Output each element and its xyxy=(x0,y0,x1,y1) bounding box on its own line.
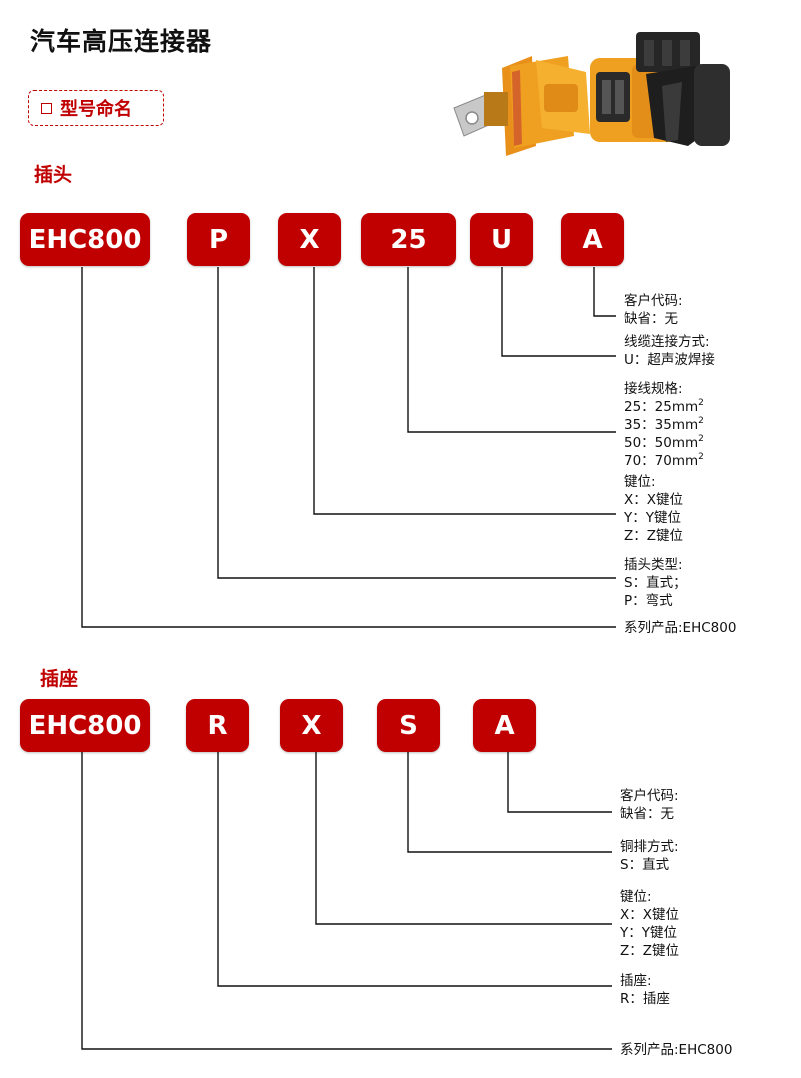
socket-desc-key: 键位: X：X键位 Y：Y键位 Z：Z键位 xyxy=(620,889,679,959)
socket-code-series: EHC800 xyxy=(20,699,150,752)
plug-line-cable xyxy=(501,267,616,357)
plug-desc-type: 插头类型: S：直式； P：弯式 xyxy=(624,557,687,609)
socket-code-socket: R xyxy=(186,699,249,752)
socket-heading: 插座 xyxy=(40,668,79,690)
plug-heading: 插头 xyxy=(34,164,73,186)
page-title: 汽车高压连接器 xyxy=(30,27,213,56)
socket-line-busbar xyxy=(407,752,612,853)
socket-line-customer xyxy=(507,752,612,813)
plug-line-spec xyxy=(407,267,616,433)
socket-code-customer: A xyxy=(473,699,536,752)
plug-desc-spec: 接线规格: 25：25mm2 35：35mm2 50：50mm2 70：70mm… xyxy=(624,381,704,469)
socket-line-key xyxy=(315,752,612,925)
plug-line-type xyxy=(217,267,616,579)
plug-connector-illustration xyxy=(453,56,590,156)
socket-desc-series: 系列产品:EHC800 xyxy=(620,1042,733,1058)
socket-desc-socket: 插座: R：插座 xyxy=(620,973,670,1007)
connector-product-image xyxy=(453,32,730,156)
plug-code-series: EHC800 xyxy=(20,213,150,266)
socket-code-key: X xyxy=(280,699,343,752)
section-badge: 型号命名 xyxy=(28,90,164,126)
plug-line-series xyxy=(81,267,616,628)
socket-desc-customer: 客户代码: 缺省：无 xyxy=(620,788,679,822)
socket-connector-illustration xyxy=(590,32,730,146)
square-icon xyxy=(41,102,52,114)
plug-line-key xyxy=(313,267,616,515)
plug-code-spec: 25 xyxy=(361,213,456,266)
socket-code-busbar: S xyxy=(377,699,440,752)
plug-desc-customer: 客户代码: 缺省：无 xyxy=(624,293,683,327)
socket-line-socket xyxy=(217,752,612,987)
socket-line-series xyxy=(81,752,612,1050)
plug-line-customer xyxy=(593,267,616,317)
plug-code-key: X xyxy=(278,213,341,266)
plug-code-customer: A xyxy=(561,213,624,266)
badge-label: 型号命名 xyxy=(60,99,132,120)
plug-desc-cable: 线缆连接方式: U：超声波焊接 xyxy=(624,334,715,368)
plug-code-type: P xyxy=(187,213,250,266)
plug-desc-series: 系列产品:EHC800 xyxy=(624,620,737,636)
plug-code-cable: U xyxy=(470,213,533,266)
plug-desc-key: 键位: X：X键位 Y：Y键位 Z：Z键位 xyxy=(624,474,683,544)
socket-desc-busbar: 铜排方式: S：直式 xyxy=(620,839,679,873)
